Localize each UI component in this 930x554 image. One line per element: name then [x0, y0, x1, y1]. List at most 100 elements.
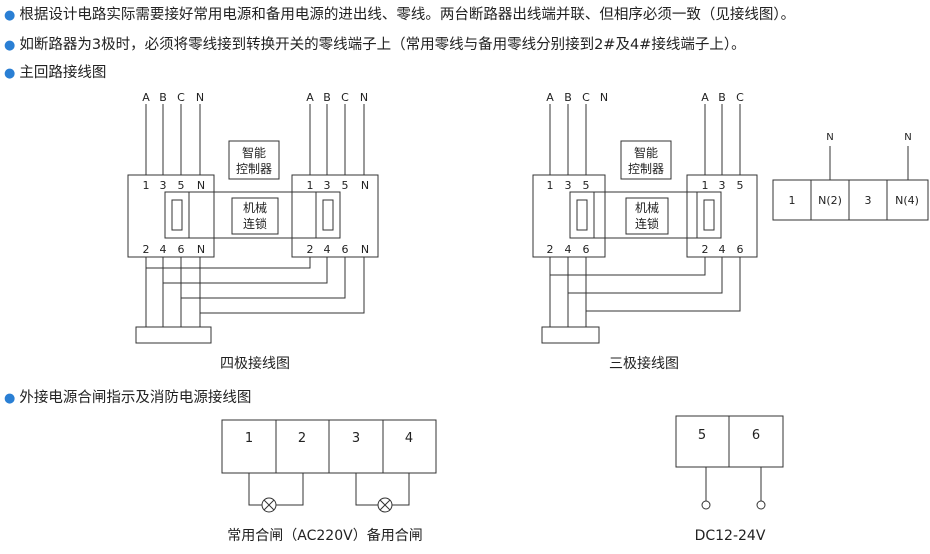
- phase-label: N: [600, 91, 608, 104]
- terminal-number: 3: [565, 179, 572, 192]
- phase-label: A: [142, 91, 150, 104]
- note-three-pole-neutral: ●如断路器为3极时，必须将零线接到转换开关的零线端子上（常用零线与备用零线分别接…: [4, 36, 746, 55]
- four-pole-caption: 四极接线图: [220, 355, 290, 372]
- indicator-terminal: 4: [405, 431, 413, 446]
- section-external-power-heading: ●外接电源合闸指示及消防电源接线图: [4, 389, 251, 408]
- phase-label: A: [306, 91, 314, 104]
- terminal-point-icon: [701, 500, 711, 510]
- phase-label: A: [546, 91, 554, 104]
- breaker-toggle: [322, 199, 334, 231]
- phase-label: N: [360, 91, 368, 104]
- bullet-icon: ●: [4, 8, 16, 23]
- indicator-terminal: 2: [298, 431, 306, 446]
- bullet-icon: ●: [4, 391, 16, 406]
- terminal-number: N: [361, 179, 369, 192]
- left-breaker: [532, 174, 606, 258]
- terminal-number: 2: [307, 243, 314, 256]
- breaker-toggle: [576, 199, 588, 231]
- phase-label: B: [718, 91, 726, 104]
- controller-label: 控制器: [236, 162, 272, 176]
- terminal-point-icon: [756, 500, 766, 510]
- neutral-terminal: 3: [865, 194, 872, 207]
- breaker-toggle: [171, 199, 183, 231]
- output-terminal-block: [541, 326, 600, 344]
- smart-controller-box: [620, 140, 672, 180]
- terminal-number: 6: [583, 243, 590, 256]
- interlock-label-box: [625, 197, 669, 235]
- fire-power-terminal: 5: [698, 428, 706, 443]
- phase-label: C: [736, 91, 744, 104]
- controller-label: 智能: [634, 145, 658, 160]
- fire-power-diagram: 5 6 DC12-24V: [675, 415, 784, 544]
- terminal-number: 6: [737, 243, 744, 256]
- terminal-number: 6: [342, 243, 349, 256]
- neutral-terminal: 1: [789, 194, 796, 207]
- three-pole-outgoing-wiring: [541, 257, 741, 344]
- breaker-handle: [696, 191, 722, 239]
- interlock-label: 机械: [243, 200, 267, 215]
- phase-label: C: [582, 91, 590, 104]
- terminal-number: N: [361, 243, 369, 256]
- right-breaker: [291, 174, 379, 258]
- terminal-number: 3: [160, 179, 167, 192]
- note-text: 根据设计电路实际需要接好常用电源和备用电源的进出线、零线。两台断路器出线端并联、…: [19, 7, 796, 23]
- terminal-number: 1: [547, 179, 554, 192]
- phase-label: N: [196, 91, 204, 104]
- terminal-number: 5: [583, 179, 590, 192]
- bullet-icon: ●: [4, 38, 16, 53]
- terminal-number: 5: [737, 179, 744, 192]
- terminal-number: 5: [342, 179, 349, 192]
- neutral-terminal-block: N N 1 N(2) 3 N(4): [772, 132, 929, 221]
- section-main-circuit-heading: ●主回路接线图: [4, 64, 106, 83]
- normal-close-lamp-icon: [261, 497, 277, 513]
- breaker-handle: [569, 191, 595, 239]
- terminal-number: 1: [307, 179, 314, 192]
- terminal-number: N: [197, 243, 205, 256]
- left-breaker: [127, 174, 215, 258]
- note-wiring-requirement: ●根据设计电路实际需要接好常用电源和备用电源的进出线、零线。两台断路器出线端并联…: [4, 6, 795, 25]
- smart-controller-box: [228, 140, 280, 180]
- interlock-label: 机械: [635, 200, 659, 215]
- mechanical-interlock-frame: [164, 191, 341, 239]
- terminal-number: 4: [719, 243, 726, 256]
- phase-label: C: [177, 91, 185, 104]
- neutral-terminal: N(4): [895, 194, 919, 207]
- indicator-caption: 常用合闸（AC220V）备用合闸: [227, 527, 422, 544]
- three-pole-left-incoming: A B C N: [546, 91, 608, 175]
- phase-label: A: [701, 91, 709, 104]
- terminal-number: 5: [178, 179, 185, 192]
- mechanical-interlock-frame: [569, 191, 722, 239]
- terminal-number: 1: [143, 179, 150, 192]
- controller-label: 智能: [242, 145, 266, 160]
- four-pole-right-incoming: A B C N: [306, 91, 368, 175]
- terminal-number: 2: [547, 243, 554, 256]
- three-pole-diagram: A B C N A B C 机械 连锁 智能 控制器 1 3 5 1 3 5: [532, 91, 929, 372]
- terminal-number: 3: [719, 179, 726, 192]
- neutral-terminal: N(2): [818, 194, 842, 207]
- note-text: 如断路器为3极时，必须将零线接到转换开关的零线端子上（常用零线与备用零线分别接到…: [19, 37, 746, 53]
- indicator-wiring-diagram: 1 2 3 4 常用合闸（AC220V）备用合闸: [221, 419, 437, 544]
- interlock-label: 连锁: [635, 216, 659, 231]
- four-pole-outgoing-wiring: [135, 257, 365, 344]
- interlock-label: 连锁: [243, 216, 267, 231]
- terminal-number: N: [197, 179, 205, 192]
- neutral-label: N: [826, 132, 833, 143]
- bullet-icon: ●: [4, 66, 16, 81]
- section-title: 外接电源合闸指示及消防电源接线图: [19, 390, 252, 406]
- breaker-handle: [315, 191, 341, 239]
- three-pole-caption: 三极接线图: [609, 355, 679, 372]
- terminal-number: 2: [143, 243, 150, 256]
- phase-label: C: [341, 91, 349, 104]
- section-title: 主回路接线图: [19, 65, 107, 81]
- phase-label: B: [564, 91, 572, 104]
- four-pole-diagram: A B C N A B C N 机械 连锁 智能 控制器 1: [127, 91, 379, 372]
- terminal-number: 6: [178, 243, 185, 256]
- breaker-handle: [164, 191, 190, 239]
- four-pole-left-incoming: A B C N: [142, 91, 204, 175]
- terminal-number: 4: [565, 243, 572, 256]
- neutral-label: N: [904, 132, 911, 143]
- breaker-toggle: [703, 199, 715, 231]
- terminal-number: 1: [702, 179, 709, 192]
- output-terminal-block: [135, 326, 212, 344]
